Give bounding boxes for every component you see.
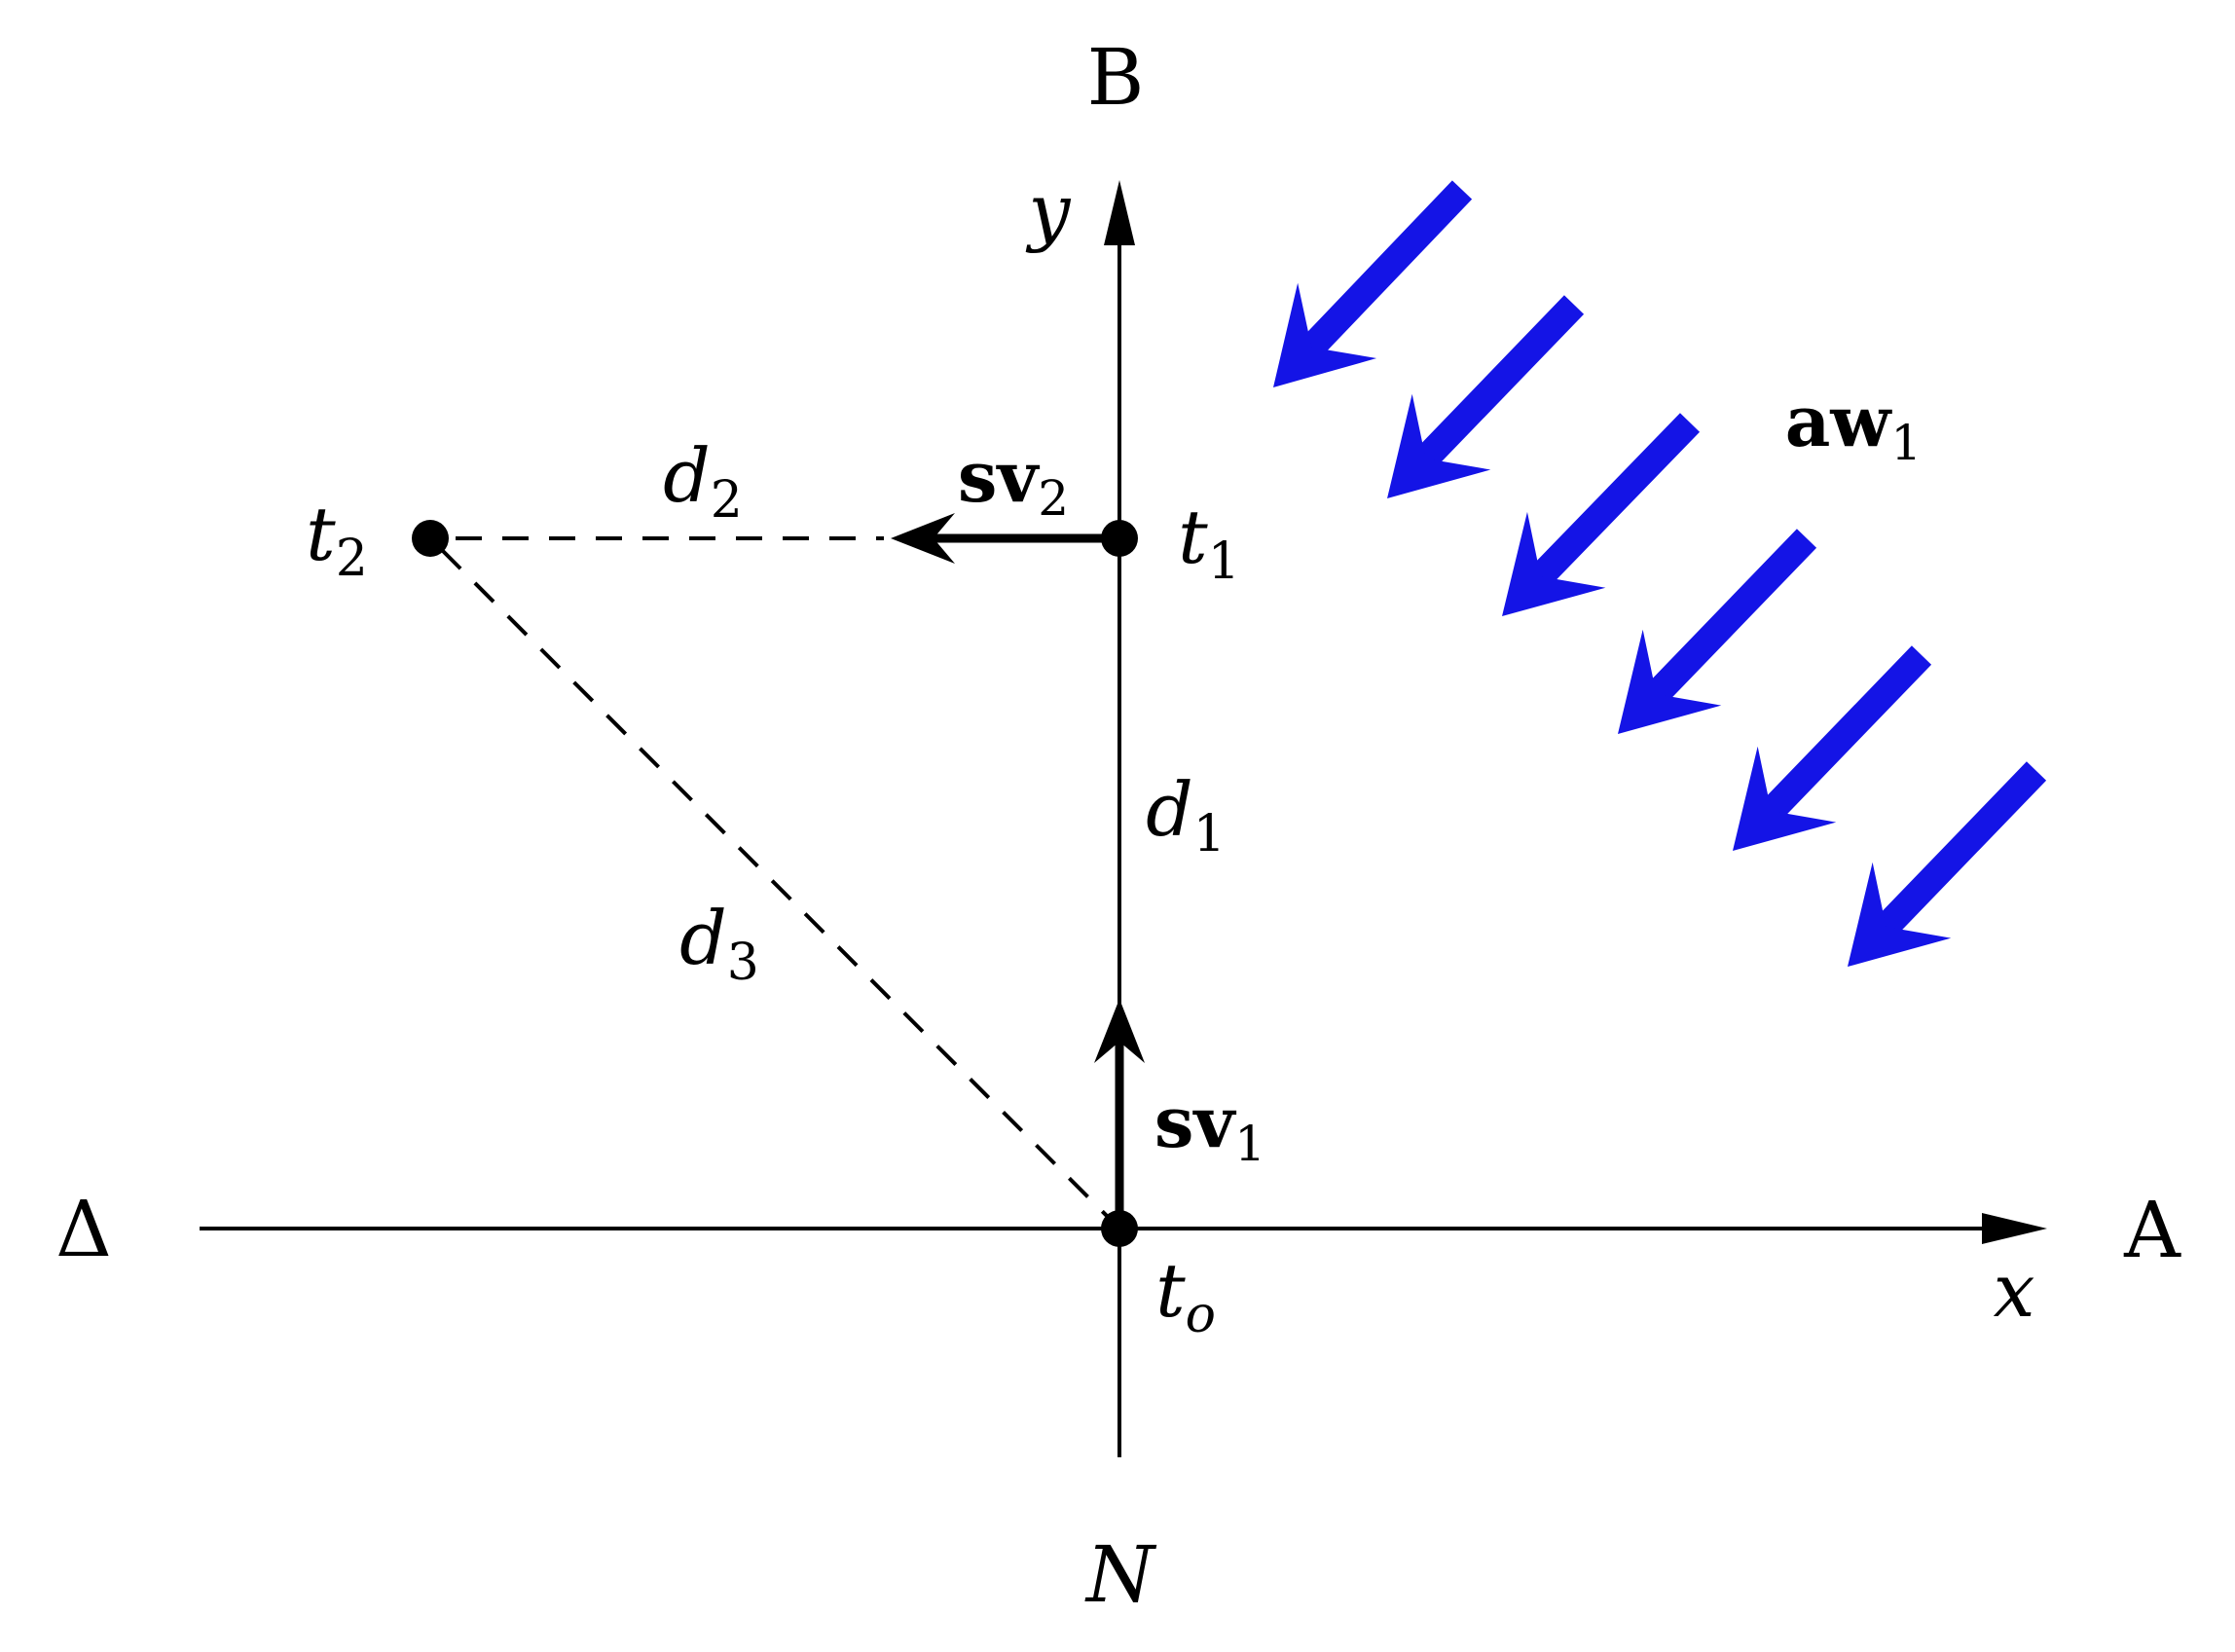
label-t0-sub: o	[1186, 1286, 1216, 1344]
wind-arrow-shaft	[1645, 529, 1817, 706]
wind-arrowhead-icon	[1502, 511, 1606, 616]
wind-arrow-shaft	[1760, 645, 1932, 823]
origin-point-dot	[1101, 1210, 1138, 1247]
wind-arrow	[1732, 645, 1932, 852]
label-t1-base: t	[1178, 494, 1208, 580]
wind-arrowhead-icon	[1732, 746, 1837, 852]
label-t1-sub: 1	[1208, 532, 1240, 591]
label-t0-base: t	[1155, 1247, 1186, 1334]
label-d2: d2	[663, 432, 743, 530]
label-sv2: sv2	[958, 435, 1069, 527]
x-axis-arrowhead-icon	[1982, 1213, 2047, 1244]
label-N: N	[1084, 1529, 1157, 1620]
sv1-vector-arrowhead-icon	[1094, 999, 1145, 1063]
label-d3-sub: 3	[727, 934, 759, 992]
label-t2-base: t	[306, 491, 336, 577]
wind-arrow-shaft	[1529, 413, 1701, 588]
label-d1-sub: 1	[1193, 805, 1226, 863]
label-x-axis: x	[1994, 1247, 2035, 1334]
label-aw1-base: aw	[1785, 380, 1893, 462]
wind-arrowhead-icon	[1847, 862, 1952, 968]
label-t2: t2	[306, 491, 368, 588]
label-d2-sub: 2	[711, 471, 743, 530]
label-sv1-base: sv	[1154, 1081, 1237, 1163]
d3-dashed-line	[440, 548, 1121, 1230]
label-B: B	[1087, 32, 1145, 123]
t1-point-dot	[1101, 520, 1138, 557]
wind-arrow-group	[1273, 180, 2047, 968]
label-sv2-base: sv	[958, 435, 1041, 518]
label-y-axis: y	[1026, 167, 1072, 254]
label-d3-base: d	[679, 895, 727, 981]
wind-arrow	[1617, 529, 1817, 735]
label-d2-base: d	[663, 432, 711, 519]
label-d1-base: d	[1146, 766, 1193, 853]
label-d3: d3	[679, 895, 759, 992]
label-aw1: aw1	[1785, 380, 1922, 471]
wind-arrow	[1273, 180, 1473, 388]
label-sv1-sub: 1	[1234, 1116, 1265, 1172]
label-A: A	[2123, 1185, 2181, 1275]
wind-arrowhead-icon	[1617, 629, 1722, 735]
label-sv1: sv1	[1154, 1081, 1265, 1172]
wind-arrow-shaft	[1875, 761, 2047, 938]
wind-arrow	[1847, 761, 2047, 968]
wind-arrow-shaft	[1414, 295, 1585, 470]
wind-arrow	[1502, 413, 1701, 616]
wind-arrowhead-icon	[1387, 393, 1491, 498]
label-delta: Δ	[55, 1184, 112, 1274]
wind-arrowhead-icon	[1273, 282, 1377, 388]
label-aw1-sub: 1	[1890, 415, 1922, 471]
label-t2-sub: 2	[336, 530, 368, 588]
label-t1: t1	[1178, 494, 1240, 591]
t2-point-dot	[412, 520, 449, 557]
label-sv2-sub: 2	[1038, 470, 1069, 527]
wind-arrow-shaft	[1300, 180, 1473, 358]
label-d1: d1	[1146, 766, 1226, 863]
y-axis-arrowhead-icon	[1104, 180, 1135, 245]
sv2-vector-arrowhead-icon	[891, 513, 955, 564]
wind-arrow	[1387, 295, 1585, 498]
label-t0: to	[1155, 1247, 1216, 1344]
